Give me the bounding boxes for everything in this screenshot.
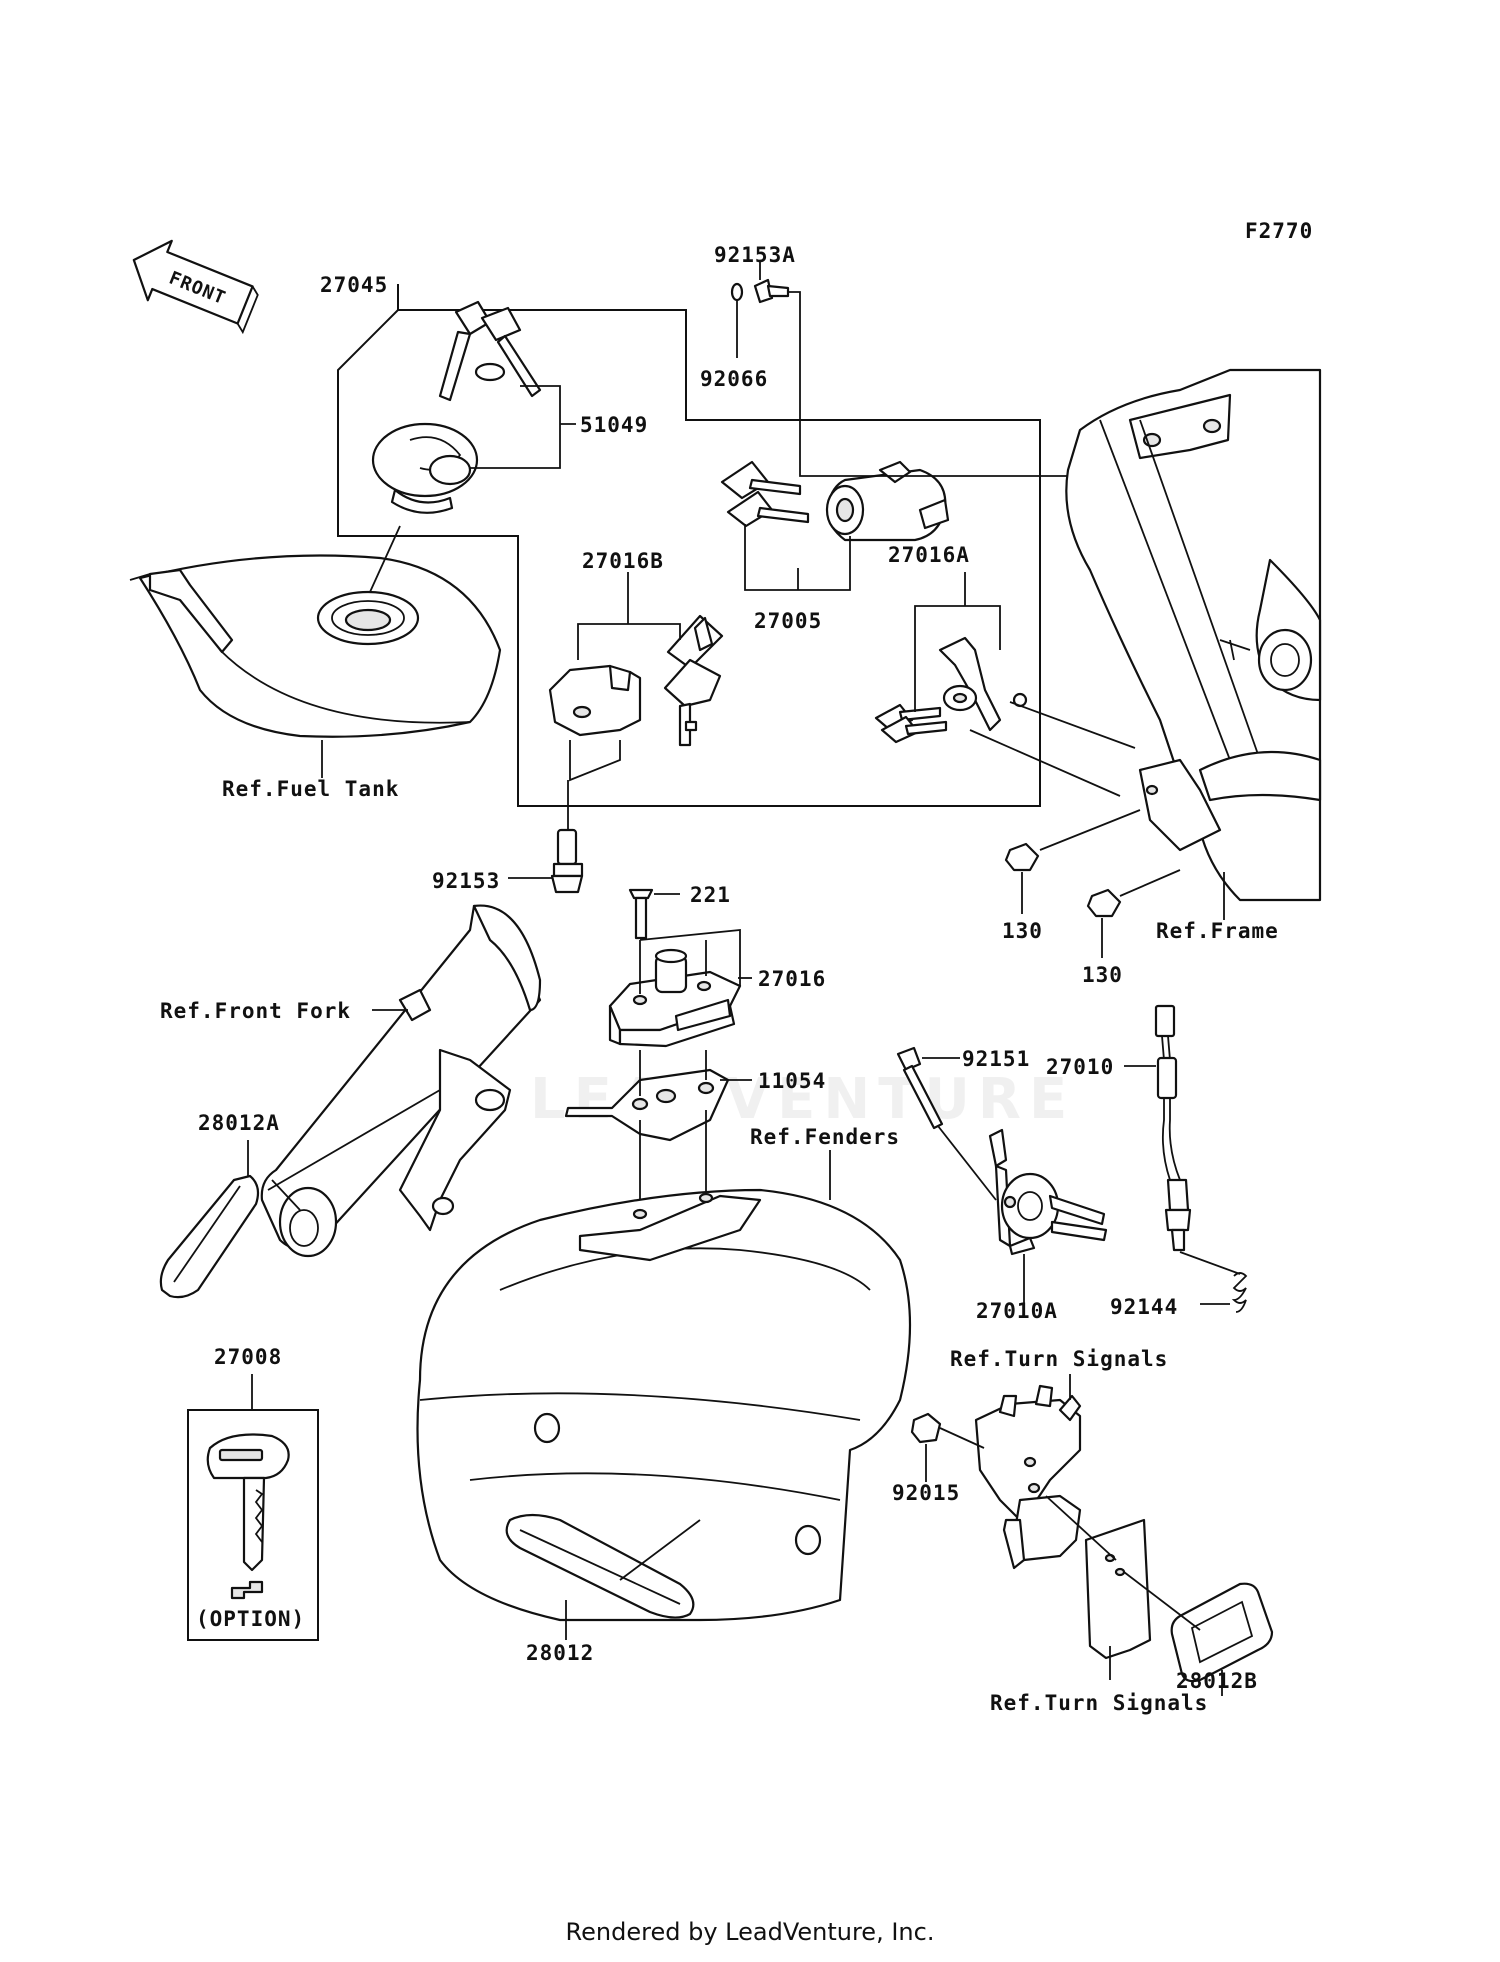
footer-credit: Rendered by LeadVenture, Inc. <box>565 1918 935 1946</box>
turn-signal-bracket <box>974 1384 1082 1570</box>
label-11054: 11054 <box>758 1069 826 1093</box>
key-pair-51049-icon <box>438 300 542 402</box>
label-28012B: 28012B <box>1176 1669 1258 1693</box>
label-92153: 92153 <box>432 869 500 893</box>
label-27016B: 27016B <box>582 549 664 573</box>
leader-92144-switch <box>1179 1251 1241 1275</box>
fuel-tank-ref-shape <box>129 554 502 738</box>
label-92151: 92151 <box>962 1047 1030 1071</box>
ignition-switch <box>825 460 950 542</box>
bolt-92153-icon <box>550 828 584 894</box>
reflector-28012B <box>1170 1582 1274 1683</box>
label-92066: 92066 <box>700 367 768 391</box>
frame-ref-shape <box>1065 368 1322 902</box>
label-28012: 28012 <box>526 1641 594 1665</box>
label-28012A: 28012A <box>198 1111 280 1135</box>
fuel-cap <box>371 422 479 514</box>
leader-130a-frame <box>1039 809 1141 851</box>
label-27016A: 27016A <box>888 543 970 567</box>
screw-92153A-icon <box>753 278 790 304</box>
option-key-box <box>187 1409 319 1641</box>
label-27005: 27005 <box>754 609 822 633</box>
plate-11054 <box>564 1068 730 1142</box>
leader-92151-switch <box>937 1125 997 1201</box>
reflector-28012A <box>159 1174 260 1299</box>
nut-130-b-icon <box>1086 888 1122 918</box>
label-51049: 51049 <box>580 413 648 437</box>
leader-11054-down <box>639 1110 707 1210</box>
leader-28012B-plate <box>1123 1571 1201 1631</box>
leader-92153A-frame <box>788 291 1068 477</box>
label-92153A: 92153A <box>714 243 796 267</box>
key-27008-icon <box>206 1433 290 1600</box>
set-27045-outline <box>337 284 1041 807</box>
key-pair-27005-icon <box>720 460 810 528</box>
label-ref-front-fork: Ref.Front Fork <box>160 999 351 1023</box>
label-ref-turn-signals-top: Ref.Turn Signals <box>950 1347 1168 1371</box>
label-27010: 27010 <box>1046 1055 1114 1079</box>
label-92015: 92015 <box>892 1481 960 1505</box>
spring-92144-icon <box>1231 1272 1248 1313</box>
label-ref-fuel-tank: Ref.Fuel Tank <box>222 777 399 801</box>
leader-11054-up <box>639 1050 707 1096</box>
nut-92015-icon <box>910 1412 942 1444</box>
leader-130b-frame <box>1119 869 1181 897</box>
leader-27016B-down <box>569 740 621 782</box>
leader-221-bracket <box>639 929 741 994</box>
label-27008: 27008 <box>214 1345 282 1369</box>
nut-130-a-icon <box>1004 842 1040 872</box>
leader-27016A <box>914 572 1001 712</box>
label-92144: 92144 <box>1110 1295 1178 1319</box>
reflector-28012 <box>505 1513 695 1619</box>
switch-27010A <box>988 1128 1108 1256</box>
label-27016: 27016 <box>758 967 826 991</box>
fender-ref-shape <box>416 1188 912 1622</box>
label-option: (OPTION) <box>196 1607 305 1631</box>
label-130-b: 130 <box>1082 963 1123 987</box>
leader-27005 <box>744 524 851 591</box>
bolt-92151-icon <box>896 1046 944 1130</box>
front-fork-ref-shape <box>260 904 542 1258</box>
leader-27016B <box>577 572 681 660</box>
key-pair-27016A-icon <box>874 703 948 744</box>
leader-plate-bracket <box>1045 1495 1117 1561</box>
leader-92015-bracket <box>939 1427 985 1449</box>
diagram-id: F2770 <box>1245 219 1313 243</box>
lock-27016A <box>938 636 1028 732</box>
label-130-a: 130 <box>1002 919 1043 943</box>
lock-27016B <box>548 664 642 737</box>
key-pair-27016B-icon <box>663 614 724 747</box>
washer-92066-icon <box>730 282 744 302</box>
label-ref-turn-signals-bottom: Ref.Turn Signals <box>990 1691 1208 1715</box>
label-221: 221 <box>690 883 731 907</box>
label-27045: 27045 <box>320 273 388 297</box>
leader-28012-fender <box>619 1519 701 1581</box>
leader-51049 <box>470 385 576 469</box>
lock-bracket-27016 <box>608 948 742 1048</box>
front-arrow-icon: FRONT <box>132 239 259 335</box>
label-27010A: 27010A <box>976 1299 1058 1323</box>
leader-27016A-frame <box>969 701 1136 797</box>
switch-27010 <box>1154 1004 1192 1252</box>
label-ref-fenders: Ref.Fenders <box>750 1125 900 1149</box>
leader-cap-tank <box>369 525 401 593</box>
label-ref-frame: Ref.Frame <box>1156 919 1279 943</box>
leader-28012A-fork <box>267 1089 441 1191</box>
screw-221-icon <box>628 888 654 940</box>
